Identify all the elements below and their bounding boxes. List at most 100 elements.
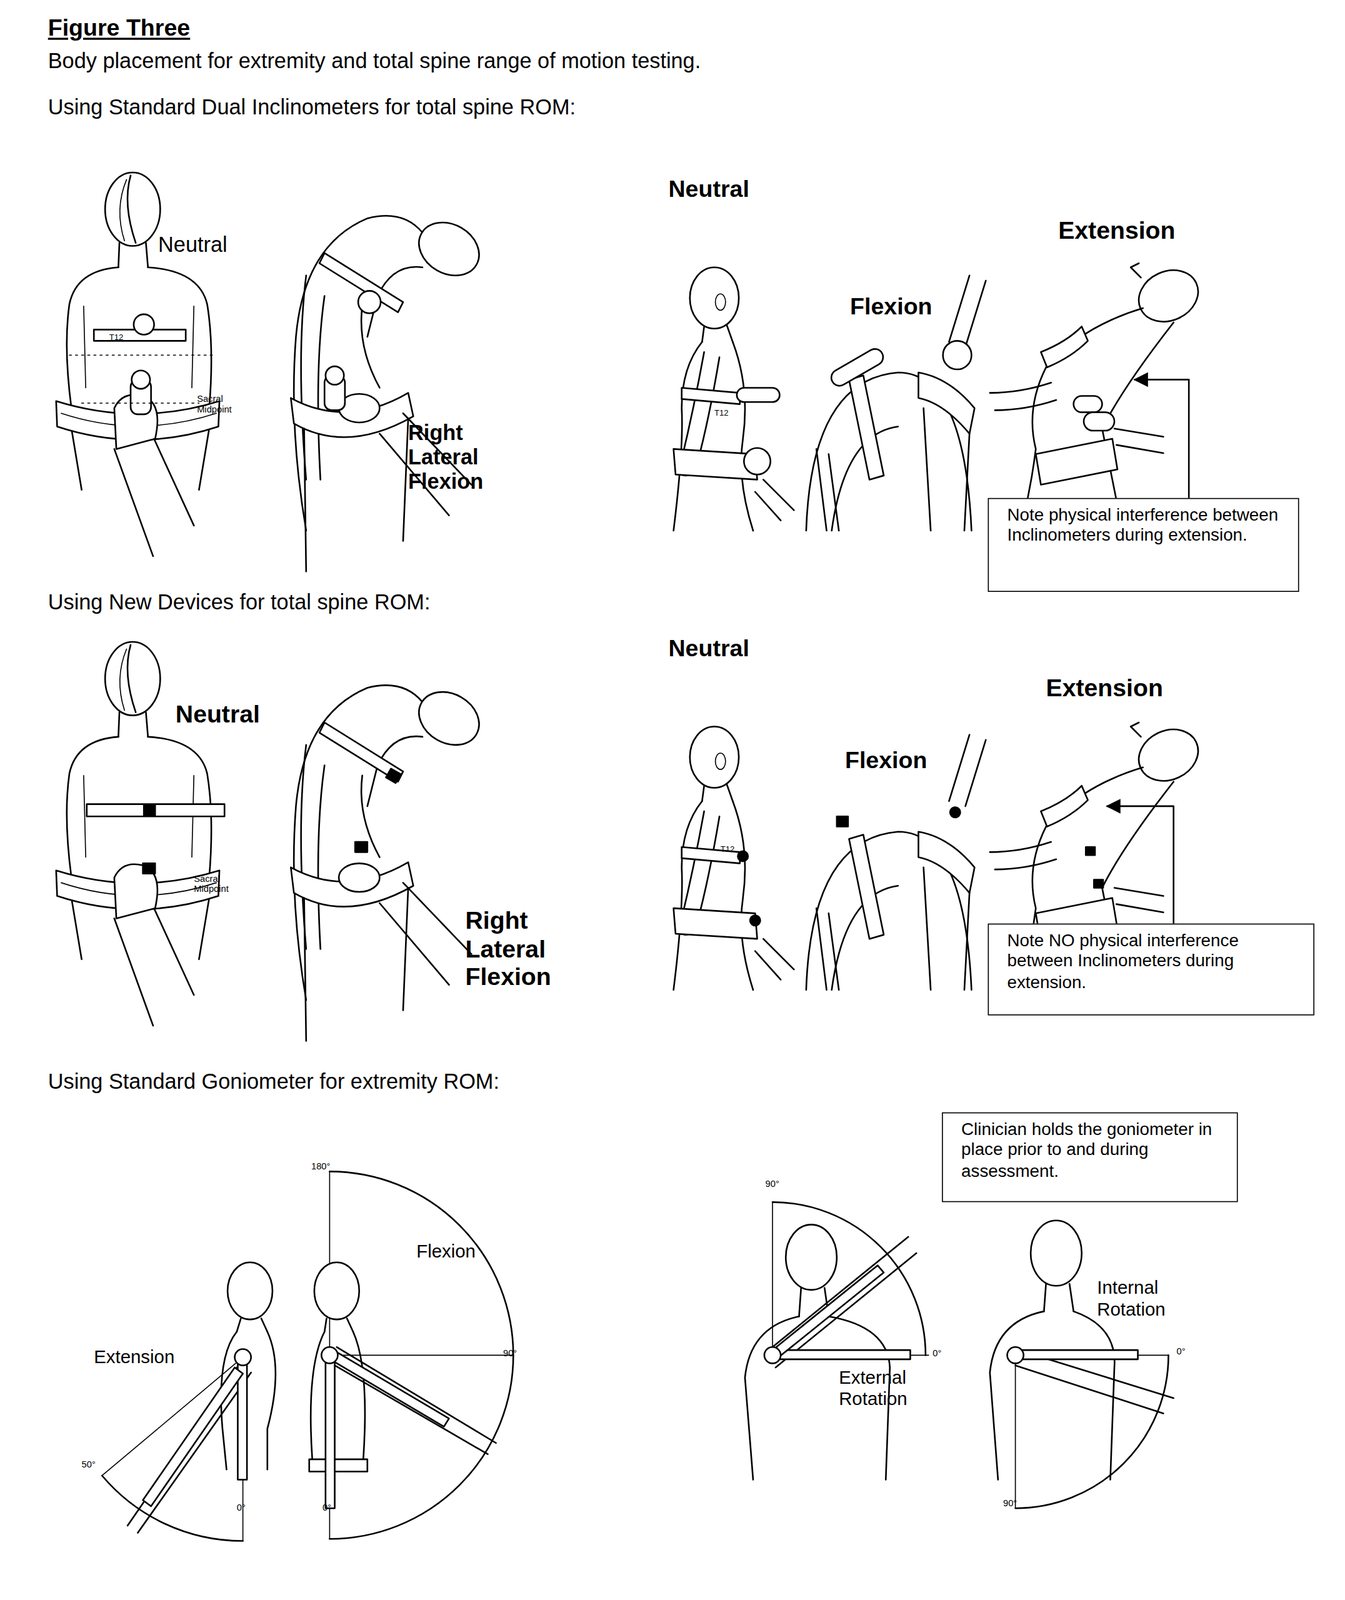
inclinometer bbox=[325, 366, 344, 385]
pose-label: Right Lateral Flexion bbox=[465, 906, 563, 991]
neck bbox=[236, 1318, 268, 1332]
landmark-label: Sacral Midpoint bbox=[196, 393, 240, 415]
pose-label: Neutral bbox=[668, 635, 749, 662]
sensor-device bbox=[385, 768, 401, 784]
motion-label: External Rotation bbox=[838, 1367, 933, 1410]
goniometer-pivot bbox=[764, 1346, 781, 1364]
note-text: Clinician holds the goniometer in place … bbox=[961, 1119, 1219, 1182]
angle-label: 90° bbox=[503, 1348, 517, 1359]
note-box: Clinician holds the goniometer in place … bbox=[941, 1112, 1239, 1203]
angle-line bbox=[101, 1357, 243, 1542]
pose-label: Right Lateral Flexion bbox=[408, 420, 495, 495]
head bbox=[227, 1262, 273, 1320]
sensor-device bbox=[737, 851, 748, 862]
inclinometer bbox=[133, 314, 155, 335]
landmark-label: Sacral Midpoint bbox=[193, 873, 237, 895]
forearm bbox=[772, 1236, 917, 1368]
inclinometer bbox=[943, 340, 972, 370]
landmark-label: T12 bbox=[720, 845, 735, 855]
forward-flexion-figure bbox=[806, 735, 986, 990]
pose-label: Neutral bbox=[158, 232, 228, 257]
sensor-device bbox=[1093, 879, 1104, 888]
arm bbox=[329, 1346, 496, 1454]
sensor-device bbox=[950, 807, 960, 818]
forearm bbox=[1015, 1349, 1174, 1414]
goniometer-arm bbox=[772, 1350, 910, 1360]
figure-caption: Body placement for extremity and total s… bbox=[48, 48, 1171, 74]
pose-label: Extension bbox=[1046, 673, 1164, 702]
angle-arc bbox=[1015, 1355, 1169, 1509]
sensor-device bbox=[750, 915, 760, 926]
motion-label: Flexion bbox=[416, 1240, 476, 1262]
goniometer-pivot bbox=[235, 1349, 252, 1366]
inclinometer bbox=[828, 346, 886, 389]
angle-label: 180° bbox=[311, 1161, 330, 1172]
forward-flexion-figure bbox=[806, 275, 986, 531]
goniometer-pivot bbox=[321, 1346, 338, 1364]
inclinometer bbox=[736, 387, 780, 402]
inclinometer bbox=[1083, 412, 1115, 431]
lateral-flexion-figure bbox=[290, 681, 489, 1041]
torso bbox=[990, 1311, 1115, 1480]
leader-arrow bbox=[1135, 379, 1190, 498]
angle-label: 0° bbox=[1176, 1346, 1186, 1357]
section-heading: Using Standard Dual Inclinometers for to… bbox=[48, 95, 576, 120]
pose-label: Flexion bbox=[845, 746, 927, 774]
back-view-figure bbox=[56, 641, 220, 1026]
angle-line bbox=[329, 1171, 514, 1539]
section-heading: Using Standard Goniometer for extremity … bbox=[48, 1069, 500, 1094]
neck bbox=[1043, 1283, 1074, 1312]
belt bbox=[309, 1459, 368, 1472]
side-view-figure bbox=[673, 267, 795, 531]
note-text: Note NO physical interference between In… bbox=[1007, 930, 1295, 994]
sensor-device bbox=[836, 816, 849, 827]
goniometer-rotation bbox=[745, 1201, 1174, 1509]
sensor-device bbox=[143, 805, 155, 815]
inclinometer bbox=[358, 290, 381, 314]
angle-line bbox=[1015, 1355, 1169, 1509]
inclinometer bbox=[131, 370, 150, 389]
landmark-label: T12 bbox=[714, 408, 729, 418]
head bbox=[785, 1224, 837, 1290]
motion-label: Extension bbox=[93, 1346, 175, 1369]
angle-label: 0° bbox=[236, 1501, 246, 1513]
angle-label: 0° bbox=[932, 1348, 942, 1359]
sensor-device bbox=[143, 863, 156, 874]
angle-label: 50° bbox=[81, 1459, 96, 1470]
angle-label: 90° bbox=[1003, 1498, 1017, 1509]
note-box: Note NO physical interference between In… bbox=[988, 923, 1315, 1016]
pose-label: Flexion bbox=[850, 293, 932, 320]
head bbox=[1030, 1220, 1082, 1286]
section-heading: Using New Devices for total spine ROM: bbox=[48, 590, 431, 615]
pose-label: Neutral bbox=[668, 175, 749, 203]
t12-strap bbox=[86, 804, 225, 817]
sensor-device bbox=[1085, 846, 1095, 855]
inclinometer bbox=[1073, 396, 1103, 413]
motion-label: Internal Rotation bbox=[1096, 1277, 1199, 1320]
guide-line bbox=[69, 354, 215, 356]
goniometer-arm bbox=[325, 1355, 335, 1509]
goniometer-arm bbox=[143, 1367, 244, 1507]
angle-label: 0° bbox=[322, 1501, 332, 1513]
note-box: Note physical interference between Incli… bbox=[988, 498, 1300, 592]
pose-label: Extension bbox=[1058, 216, 1175, 245]
note-text: Note physical interference between Incli… bbox=[1007, 505, 1280, 547]
torso bbox=[310, 1331, 365, 1460]
torso bbox=[221, 1331, 276, 1470]
goniometer-arm bbox=[331, 1351, 450, 1427]
landmark-label: T12 bbox=[109, 332, 124, 342]
inclinometer bbox=[743, 448, 770, 475]
side-view-figure bbox=[673, 726, 795, 990]
angle-label: 90° bbox=[765, 1178, 780, 1190]
goniometer-pivot bbox=[1007, 1346, 1024, 1364]
neck bbox=[324, 1318, 354, 1332]
goniometer-arm bbox=[772, 1265, 884, 1358]
angle-arc bbox=[329, 1171, 514, 1539]
sensor-device bbox=[355, 841, 368, 852]
guide-line bbox=[81, 402, 200, 404]
angle-arc bbox=[101, 1475, 243, 1541]
pose-label: Neutral bbox=[175, 700, 260, 729]
lateral-flexion-figure bbox=[290, 211, 489, 572]
extension-figure bbox=[990, 260, 1207, 531]
